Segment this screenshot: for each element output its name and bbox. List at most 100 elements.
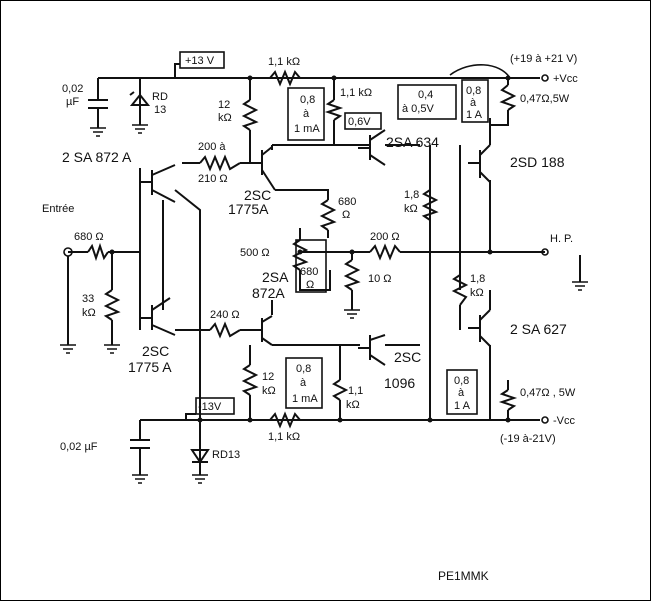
label-adj-08-right-2: à <box>470 97 477 109</box>
label-q-2sc1096-1: 2SC <box>394 349 421 365</box>
label-vcc-pos: +Vcc <box>553 73 578 85</box>
label-v06: 0,6V <box>348 116 371 128</box>
label-q-2sa872a: 2 SA 872 A <box>62 149 132 165</box>
label-q-2sc1775a-bot-1: 2SC <box>142 343 169 359</box>
capacitor-bot <box>130 439 150 475</box>
ground-z-top <box>132 124 148 134</box>
label-hp: H. P. <box>550 233 573 245</box>
resistor-33k <box>103 289 121 321</box>
label-q-2sa872a-mid-2: 872A <box>252 285 285 301</box>
ground-c-top <box>90 127 106 137</box>
label-entree: Entrée <box>42 203 74 215</box>
label-vcc-neg-range: (-19 à-21V) <box>500 433 556 445</box>
terminal-hp <box>541 248 549 256</box>
label-r10: 10 Ω <box>368 273 392 285</box>
box-adj-04 <box>397 84 457 120</box>
labels: +13 V -13V +Vcc (+19 à +21 V) -Vcc (-19 … <box>42 53 578 583</box>
label-r-bot-rail: 1,1 kΩ <box>268 431 300 443</box>
label-r12k-bot-2: kΩ <box>262 385 276 397</box>
label-adj-08-right-1: 0,8 <box>466 85 481 97</box>
ground-in <box>60 344 76 354</box>
zener-top <box>129 91 151 125</box>
label-r680-box-1: 680 <box>300 266 318 278</box>
transistor-2sc1775a-bot <box>140 297 176 336</box>
resistor-200-210 <box>199 154 241 172</box>
label-vcc-pos-range: (+19 à +21 V) <box>510 53 577 65</box>
ground-hp <box>572 281 588 291</box>
label-r33k-1: 33 <box>82 293 94 305</box>
grounds <box>60 124 588 484</box>
resistor-047-top <box>499 84 517 111</box>
label-q-2sc1775a-bot-2: 1775 A <box>128 359 172 375</box>
terminals <box>63 64 549 424</box>
resistor-18k-right <box>451 274 469 306</box>
label-q-2sd188: 2SD 188 <box>510 154 565 170</box>
label-vcc-neg: -Vcc <box>553 415 576 427</box>
label-r12k-top-2: kΩ <box>218 112 232 124</box>
label-neg-supply: -13V <box>198 401 222 413</box>
label-r11k-bot-1: 1,1 <box>348 385 363 397</box>
label-r500: 500 Ω <box>240 247 270 259</box>
transistor-2sc1775a-top <box>250 146 276 191</box>
transistors <box>140 129 491 366</box>
transistor-2sc1096 <box>358 334 386 366</box>
resistor-10 <box>343 259 361 291</box>
resistor-047-bot <box>498 389 518 411</box>
resistors <box>87 69 518 429</box>
resistor-680-top <box>319 199 337 231</box>
label-r33k-2: kΩ <box>82 307 96 319</box>
label-r18k-left-2: kΩ <box>404 203 418 215</box>
label-c-top-2: µF <box>66 96 79 108</box>
box-adj-08-top <box>287 87 325 141</box>
terminal-input <box>63 247 73 257</box>
label-r240: 240 Ω <box>210 309 240 321</box>
label-r680-in: 680 Ω <box>74 231 104 243</box>
capacitors <box>88 99 150 475</box>
label-adj-08-top-1: 0,8 <box>300 94 315 106</box>
transistor-2sa872a-mid <box>250 315 273 346</box>
box-pos-supply <box>179 51 225 69</box>
box-adj-08-bot-right <box>446 369 478 415</box>
resistor-12k-top <box>241 99 259 131</box>
terminal-vcc-neg <box>541 416 549 424</box>
box-adj-08-bot <box>285 357 323 409</box>
label-r680-top: 680 <box>338 196 356 208</box>
label-adj-08-bot-3: 1 mA <box>292 393 318 405</box>
label-adj-04-2: à 0,5V <box>402 103 434 115</box>
ground-33k <box>104 344 120 354</box>
label-q-2sc1096-2: 1096 <box>384 375 415 391</box>
label-adj-04-1: 0,4 <box>418 89 433 101</box>
resistor-200 <box>369 243 401 261</box>
box-680 <box>295 239 327 293</box>
zener-bot <box>190 440 210 475</box>
zener-diodes <box>129 91 210 475</box>
label-r11k-bot-2: kΩ <box>346 399 360 411</box>
ground-z-bot <box>192 474 208 484</box>
junction-dots <box>109 75 511 423</box>
resistor-11k-mid <box>324 99 344 121</box>
label-adj-08-bot-1: 0,8 <box>296 363 311 375</box>
label-r-top-rail: 1,1 kΩ <box>268 56 300 68</box>
label-q-2sa627: 2 SA 627 <box>510 321 567 337</box>
label-q-2sc1775a-top-1: 2SC <box>244 187 271 203</box>
resistor-bot-rail <box>269 411 301 429</box>
label-q-2sa872a-mid-1: 2SA <box>262 269 289 285</box>
ground-10 <box>344 309 360 319</box>
label-c-top-1: 0,02 <box>62 83 83 95</box>
label-q-2sc1775a-top-2: 1775A <box>228 201 269 217</box>
label-z-bot: RD13 <box>212 449 240 461</box>
connection-arc <box>449 64 511 79</box>
adjust-boxes <box>179 51 489 415</box>
credit-text: PE1MMK <box>438 569 489 583</box>
transistor-2sd188 <box>468 144 491 183</box>
label-r047-bot: 0,47Ω , 5W <box>520 387 576 399</box>
resistor-680-in <box>87 242 109 262</box>
label-adj-08-right-3: 1 A <box>466 109 483 121</box>
label-q-2sa634: 2SA 634 <box>386 134 439 150</box>
box-v06 <box>344 112 382 130</box>
transistor-2sa634 <box>358 129 386 166</box>
label-r200-210-1: 200 à <box>198 141 226 153</box>
ground-c-bot <box>132 474 148 484</box>
